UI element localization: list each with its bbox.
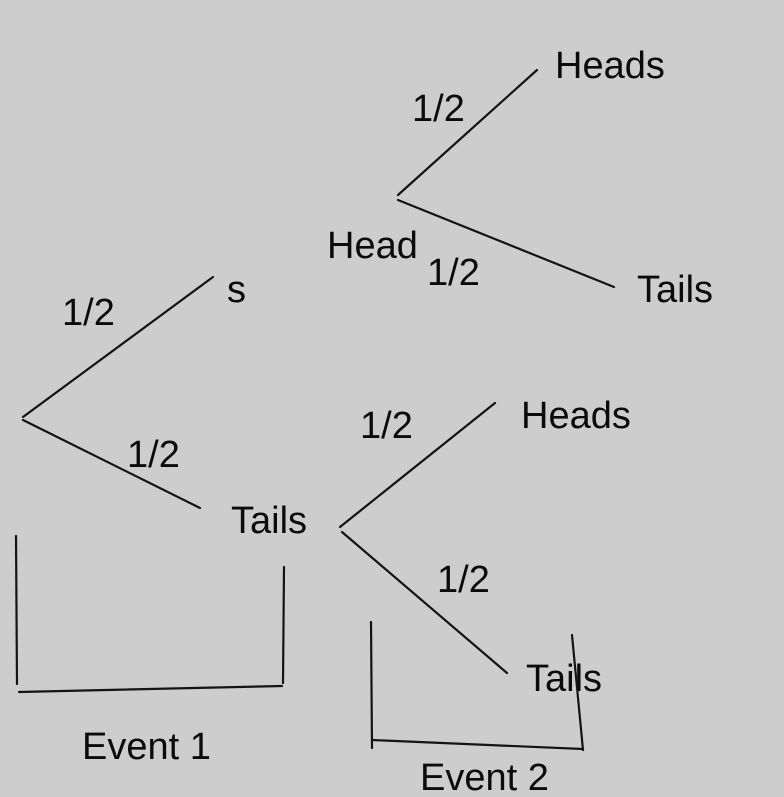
branch-line-tails-tails (340, 530, 509, 675)
event2-bracket-left-line (369, 620, 374, 750)
event1-label: Event 1 (82, 726, 211, 768)
probability-label: 1/2 (127, 434, 180, 476)
probability-label: 1/2 (62, 292, 115, 334)
outcome-label-heads-s: s (227, 269, 246, 311)
event2-label: Event 2 (420, 757, 549, 797)
probability-label: 1/2 (437, 559, 490, 601)
probability-label: 1/2 (360, 405, 413, 447)
event1-bracket-bottom-line (17, 684, 284, 694)
root-tree: 1/2 s 1/2 Tails (21, 269, 307, 542)
event2-bracket-right-line (570, 633, 585, 752)
outcome-label-tails: Tails (526, 658, 602, 700)
outcome-label-heads: Heads (521, 395, 631, 437)
event2-bracket: Event 2 (369, 620, 585, 797)
branch-line-root-heads (21, 275, 215, 419)
probability-label: 1/2 (412, 88, 465, 130)
event1-bracket-right-line (281, 565, 286, 685)
outcome-label-tails: Tails (637, 269, 713, 311)
probability-label: 1/2 (427, 252, 480, 294)
event2-bracket-bottom-line (370, 738, 585, 751)
outcome-label-heads: Heads (555, 45, 665, 87)
branch-line-heads-tails (396, 198, 616, 289)
branch-line-heads-heads (396, 68, 539, 197)
tails-subtree: 1/2 Heads 1/2 Tails (338, 395, 631, 700)
event1-bracket: Event 1 (14, 534, 286, 768)
branch-line-tails-heads (338, 401, 497, 529)
subtree-root-label: Head (327, 225, 418, 267)
event1-bracket-left-line (14, 534, 19, 686)
branch-line-root-tails (21, 418, 202, 510)
outcome-label-tails: Tails (231, 500, 307, 542)
heads-subtree: Head 1/2 Heads 1/2 Tails (327, 45, 713, 311)
